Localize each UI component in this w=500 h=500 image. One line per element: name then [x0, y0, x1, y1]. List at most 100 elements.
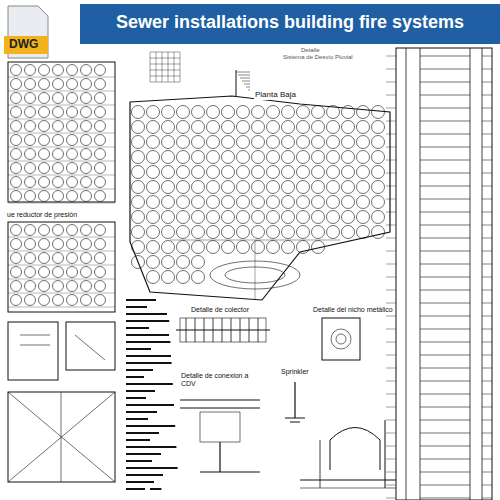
sprinkler-circle — [312, 106, 325, 119]
sprinkler-circle — [267, 241, 280, 254]
cad-line — [8, 175, 115, 176]
sprinkler-circle — [67, 177, 78, 188]
sprinkler-circle — [222, 241, 235, 254]
cad-line — [126, 355, 171, 357]
sprinkler-circle — [95, 267, 106, 278]
sprinkler-circle — [11, 65, 22, 76]
cad-line — [386, 381, 396, 382]
sprinkler-circle — [53, 163, 64, 174]
sprinkler-circle — [267, 226, 280, 239]
sprinkler-circle — [67, 149, 78, 160]
sprinkler-circle — [147, 256, 160, 269]
sprinkler-circle — [222, 106, 235, 119]
cad-line — [386, 121, 396, 122]
title-banner — [80, 4, 500, 44]
sprinkler-circle — [237, 196, 250, 209]
sprinkler-circle — [25, 163, 36, 174]
cad-line — [236, 72, 250, 73]
cad-line — [482, 498, 492, 499]
sprinkler-circle — [192, 241, 205, 254]
cad-line — [255, 240, 256, 300]
sprinkler-circle — [95, 191, 106, 202]
sprinkler-circle — [252, 196, 265, 209]
cad-line — [150, 70, 180, 71]
cad-line — [420, 290, 470, 291]
sprinkler-circle — [252, 241, 265, 254]
cad-line — [482, 303, 492, 304]
sprinkler-circle — [39, 177, 50, 188]
cad-line — [482, 472, 492, 473]
sprinkler-circle — [267, 181, 280, 194]
cad-line — [386, 485, 396, 486]
cad-line — [420, 368, 470, 369]
cad-line — [386, 498, 396, 499]
cad-line — [126, 481, 154, 483]
sprinkler-circle — [132, 241, 145, 254]
sprinkler-circle — [207, 181, 220, 194]
sprinkler-circle — [357, 226, 370, 239]
sprinkler-circle — [282, 166, 295, 179]
sprinkler-circle — [132, 121, 145, 134]
cad-line — [420, 186, 470, 187]
cad-line — [150, 320, 169, 322]
sprinkler-circle — [53, 93, 64, 104]
cad-line — [482, 420, 492, 421]
sprinkler-circle — [297, 211, 310, 224]
cad-line — [150, 467, 178, 469]
cad-line — [386, 472, 396, 473]
linework — [8, 48, 492, 500]
sprinkler-circle — [267, 151, 280, 164]
cad-line — [126, 439, 150, 441]
detail-title: Detalle de conexion a CDV — [180, 372, 254, 387]
cad-line — [219, 442, 220, 472]
sprinkler-circle — [177, 121, 190, 134]
sprinkler-circle — [67, 295, 78, 306]
sprinkler-circle — [53, 121, 64, 132]
sprinkler-circle — [39, 121, 50, 132]
cad-line — [386, 433, 396, 434]
sprinkler-circle — [25, 177, 36, 188]
sprinkler-circle — [147, 271, 160, 284]
cad-frame — [8, 392, 115, 482]
sprinkler-circle — [297, 166, 310, 179]
cad-line — [482, 225, 492, 226]
sprinkler-circle — [162, 151, 175, 164]
sprinkler-circle — [297, 181, 310, 194]
sprinkler-circle — [192, 226, 205, 239]
cad-frame — [322, 318, 360, 360]
sprinkler-circle — [25, 225, 36, 236]
sprinkler-circle — [67, 253, 78, 264]
cad-line — [126, 453, 161, 455]
cad-line — [8, 133, 115, 134]
cad-line — [482, 342, 492, 343]
sprinkler-circle — [11, 191, 22, 202]
cad-line — [8, 265, 115, 266]
sprinkler-circle — [11, 149, 22, 160]
cad-line — [386, 290, 396, 291]
cad-line — [285, 418, 305, 419]
cad-line — [420, 407, 470, 408]
cad-line — [420, 69, 470, 70]
sprinkler-circle — [67, 65, 78, 76]
sprinkler-circle — [39, 267, 50, 278]
sprinkler-circle — [297, 241, 310, 254]
sprinkler-circle — [252, 181, 265, 194]
cad-line — [420, 173, 470, 174]
cad-line — [126, 348, 151, 350]
cad-line — [386, 108, 396, 109]
sprinkler-circle — [192, 271, 205, 284]
banner-title: Sewer installations building fire system… — [116, 13, 464, 33]
sprinkler-circle — [147, 151, 160, 164]
cad-line — [482, 212, 492, 213]
cad-line — [180, 400, 260, 401]
cad-line — [386, 407, 396, 408]
cad-line — [8, 161, 115, 162]
cad-line — [150, 52, 151, 82]
sprinkler-circle — [207, 241, 220, 254]
cad-line — [386, 69, 396, 70]
cad-line — [482, 446, 492, 447]
sprinkler-circle — [162, 226, 175, 239]
sprinkler-circle — [162, 241, 175, 254]
cad-line — [386, 95, 396, 96]
sprinkler-circle — [162, 211, 175, 224]
